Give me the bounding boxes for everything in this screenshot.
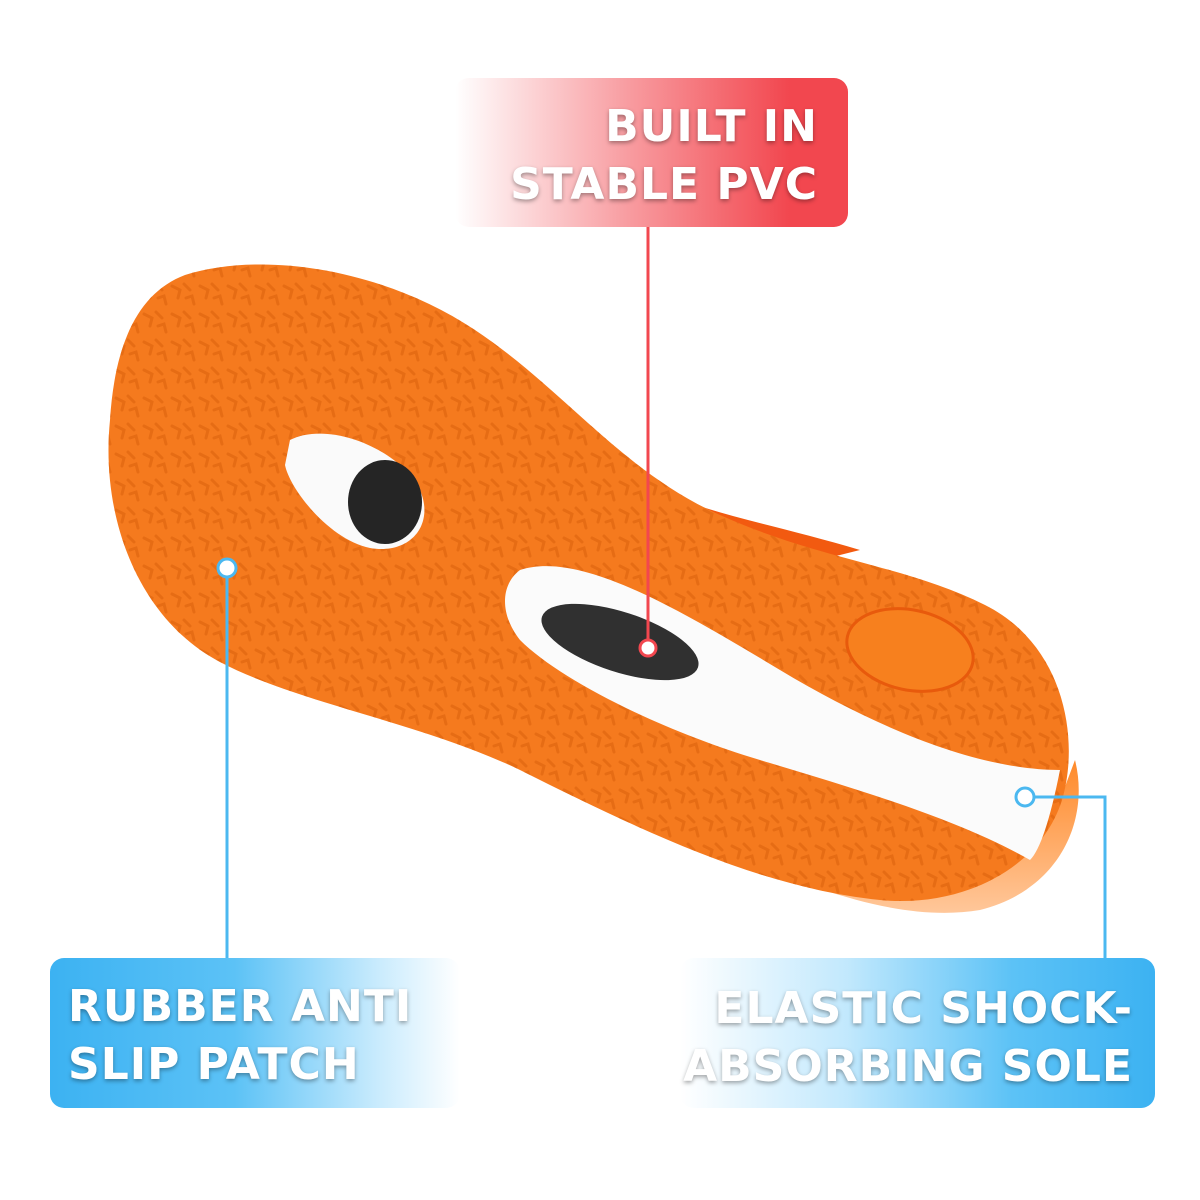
- orange-ring-pad: [845, 607, 975, 693]
- left-callout-dot: [216, 557, 238, 579]
- callout-built-in-stable-pvc: BUILT IN STABLE PVC: [455, 78, 848, 227]
- callout-text-line: ELASTIC SHOCK-: [714, 983, 1133, 1034]
- callout-text-line: RUBBER ANTI: [68, 981, 413, 1032]
- sole-side-upper: [620, 470, 860, 560]
- callout-elastic-sole: ELASTIC SHOCK- ABSORBING SOLE: [680, 958, 1155, 1108]
- callout-rubber-anti-slip: RUBBER ANTI SLIP PATCH: [50, 958, 460, 1108]
- right-callout-connector: [1025, 795, 1107, 958]
- callout-text-line: SLIP PATCH: [68, 1039, 360, 1090]
- right-callout-dot: [1014, 786, 1036, 808]
- black-arch-pad: [541, 603, 699, 681]
- callout-text-line: BUILT IN: [605, 101, 818, 152]
- top-callout-dot: [638, 638, 658, 658]
- callout-text-line: ABSORBING SOLE: [683, 1041, 1133, 1092]
- black-heel-pad: [348, 460, 422, 544]
- callout-text-line: STABLE PVC: [510, 159, 818, 210]
